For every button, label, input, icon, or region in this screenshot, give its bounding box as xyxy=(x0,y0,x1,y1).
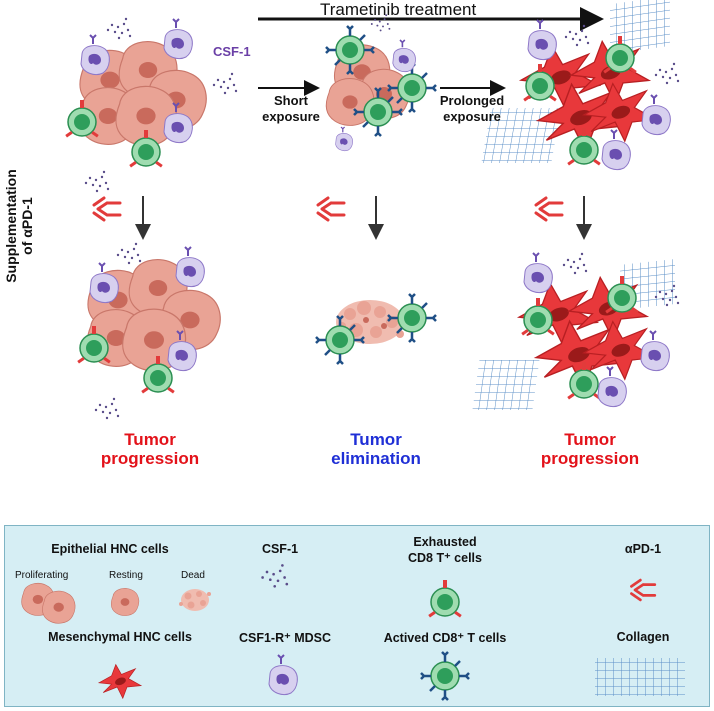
outcome-middle-line1: Tumor xyxy=(350,430,402,449)
csf-dots xyxy=(94,397,120,420)
outcome-right-line2: progression xyxy=(540,449,640,468)
legend-exhausted-title: Exhausted CD8 T⁺ cells xyxy=(385,534,505,566)
legend-exhausted-line1: Exhausted xyxy=(413,535,477,549)
mdsc-cell xyxy=(391,39,417,73)
csf-dots xyxy=(654,62,680,85)
prolonged-line2: exposure xyxy=(443,109,501,124)
exhausted-t-cell-icon xyxy=(427,579,463,619)
resting-cell-icon xyxy=(110,588,140,616)
proliferating-cell-icon xyxy=(21,583,76,624)
mdsc-cell xyxy=(640,330,671,372)
legend-proliferating: Proliferating xyxy=(15,570,69,581)
mdsc-cell xyxy=(527,19,558,61)
activated-t-cell-icon xyxy=(419,650,471,702)
dead-cell-icon xyxy=(179,589,211,611)
legend-mdsc-title: CSF1-R⁺ MDSC xyxy=(238,631,332,645)
collagen-mesh xyxy=(610,0,670,55)
short-exposure-label: Short exposure xyxy=(258,93,324,125)
csf-dots xyxy=(212,72,238,95)
exhausted-t-cell xyxy=(566,127,602,167)
legend-resting: Resting xyxy=(109,570,143,581)
csf-dots xyxy=(562,252,588,275)
mdsc-cell xyxy=(175,246,206,288)
antibody-icon xyxy=(534,196,564,222)
csf-dots xyxy=(106,17,132,40)
treatment-arrow xyxy=(258,7,604,31)
csf-dots xyxy=(84,170,110,193)
outcome-middle-line2: elimination xyxy=(331,449,421,468)
mdsc-icon xyxy=(268,654,299,696)
antibody-icon xyxy=(316,196,346,222)
prolonged-line1: Prolonged xyxy=(439,93,505,108)
csf-dots xyxy=(564,24,590,47)
mdsc-cell xyxy=(335,126,354,152)
outcome-left-line1: Tumor xyxy=(124,430,176,449)
mdsc-cell xyxy=(163,18,194,60)
antibody-legend-icon xyxy=(630,578,657,602)
outcome-left-line2: progression xyxy=(100,449,200,468)
mdsc-cell xyxy=(80,34,111,76)
outcome-middle: Tumor elimination xyxy=(296,430,456,468)
legend-apd1-title: αPD-1 xyxy=(624,542,662,556)
legend-epithelial-title: Epithelial HNC cells xyxy=(51,542,169,556)
csf-dots xyxy=(116,242,142,265)
legend-csf-title: CSF-1 xyxy=(261,542,299,556)
legend-panel: Epithelial HNC cells Proliferating Resti… xyxy=(4,525,710,707)
mdsc-cell xyxy=(641,94,672,136)
short-line2: exposure xyxy=(262,109,320,124)
legend-dead: Dead xyxy=(181,570,205,581)
csf-icon xyxy=(261,564,289,588)
diagram-canvas xyxy=(64,0,680,420)
csf-dots xyxy=(370,14,391,32)
legend-icons xyxy=(21,564,685,702)
collagen-mesh xyxy=(481,108,561,163)
mesenchymal-cell-icon xyxy=(98,664,142,699)
legend-mesenchymal-title: Mesenchymal HNC cells xyxy=(48,630,192,644)
legend-collagen-title: Collagen xyxy=(616,630,670,644)
legend-exhausted-line2: CD8 T⁺ cells xyxy=(408,551,482,565)
antibody-icon xyxy=(92,196,122,222)
collagen-icon xyxy=(595,658,685,696)
outcome-left: Tumor progression xyxy=(70,430,230,468)
collagen-mesh xyxy=(472,360,540,410)
prolonged-exposure-label: Prolonged exposure xyxy=(432,93,512,125)
short-line1: Short xyxy=(274,93,308,108)
outcome-right-line1: Tumor xyxy=(564,430,616,449)
csf-label: CSF-1 xyxy=(213,44,251,59)
mdsc-cell xyxy=(523,252,554,294)
treatment-label: Trametinib treatment xyxy=(320,0,477,19)
outcome-right: Tumor progression xyxy=(510,430,670,468)
mdsc-cell xyxy=(89,262,120,304)
legend-activated-title: Actived CD8⁺ T cells xyxy=(383,631,507,645)
